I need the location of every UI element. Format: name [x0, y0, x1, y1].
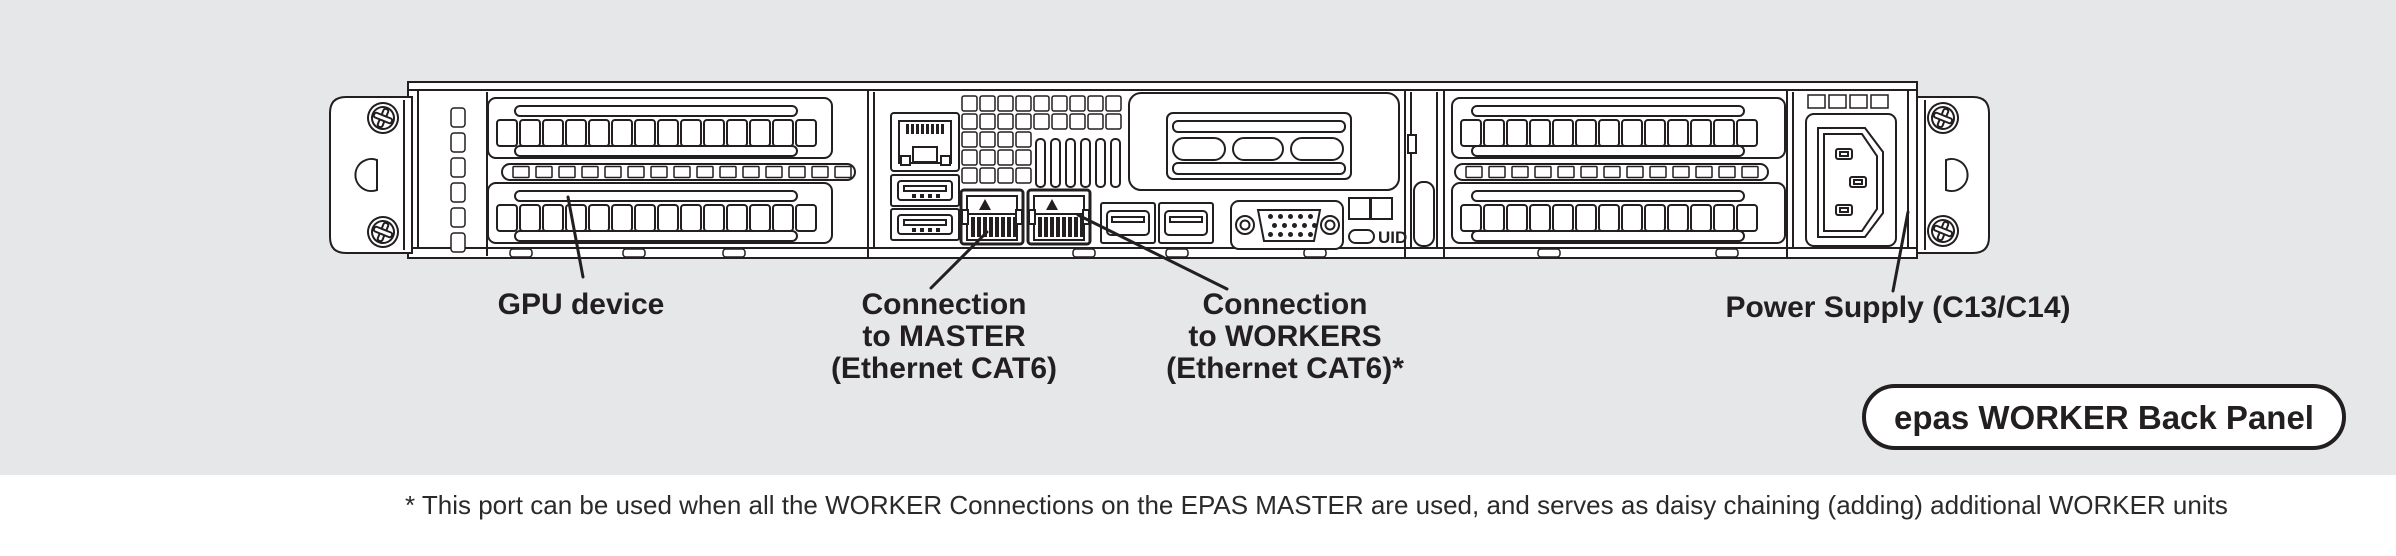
right-pci-slot-area [1451, 97, 1786, 244]
ipmi-lan-port [890, 112, 960, 172]
knockout-square [1348, 197, 1371, 220]
label-gpu-device: GPU device [498, 288, 665, 321]
footnote: * This port can be used when all the WOR… [405, 490, 2228, 520]
latch-tab [1407, 134, 1417, 154]
back-panel-badge: epas WORKER Back Panel [1862, 384, 2346, 450]
usb-port [1158, 202, 1214, 244]
latch [1413, 181, 1435, 247]
lan-port-workers [1026, 188, 1092, 246]
screw-icon [367, 216, 399, 248]
usb-port [890, 208, 960, 241]
vent-grid [961, 95, 1123, 188]
label-connection-master: Connection to MASTER (Ethernet CAT6) [831, 288, 1057, 385]
io-panel: UID [890, 92, 1435, 250]
blanking-plate [1128, 92, 1400, 191]
screw-icon [1927, 102, 1959, 134]
screw-icon [367, 102, 399, 134]
uid-label: UID [1378, 228, 1407, 247]
screw-icon [1927, 215, 1959, 247]
badge-text: epas WORKER Back Panel [1894, 399, 2314, 436]
power-inlet-c14 [1817, 127, 1884, 238]
ear-oval-hole [1945, 158, 1969, 192]
left-vent-column [450, 107, 466, 253]
leader-line-power [1891, 210, 1910, 293]
leader-line-gpu [566, 195, 585, 279]
svg-text:Connection: Connection [862, 288, 1027, 321]
right-mounting-ear [1916, 96, 1990, 254]
svg-text:Connection: Connection [1203, 288, 1368, 321]
knockout-square [1370, 197, 1393, 220]
gpu-slot-area [487, 97, 856, 244]
left-mounting-ear [329, 96, 413, 254]
label-power-supply: Power Supply (C13/C14) [1725, 291, 2070, 324]
svg-text:to WORKERS: to WORKERS [1188, 320, 1381, 353]
leader-line-workers [1076, 213, 1229, 291]
ear-oval-hole [354, 158, 378, 192]
svg-text:to MASTER: to MASTER [862, 320, 1026, 353]
usb-port [890, 174, 960, 207]
usb-port [1100, 202, 1156, 244]
vga-port [1230, 200, 1344, 250]
leader-line-master [929, 230, 989, 290]
svg-text:(Ethernet CAT6): (Ethernet CAT6) [831, 352, 1057, 385]
svg-text:(Ethernet CAT6)*: (Ethernet CAT6)* [1166, 352, 1404, 385]
uid-button: UID [1348, 228, 1407, 247]
label-connection-workers: Connection to WORKERS (Ethernet CAT6)* [1166, 288, 1404, 385]
lan-port-master [959, 188, 1025, 246]
power-supply [1805, 94, 1897, 247]
